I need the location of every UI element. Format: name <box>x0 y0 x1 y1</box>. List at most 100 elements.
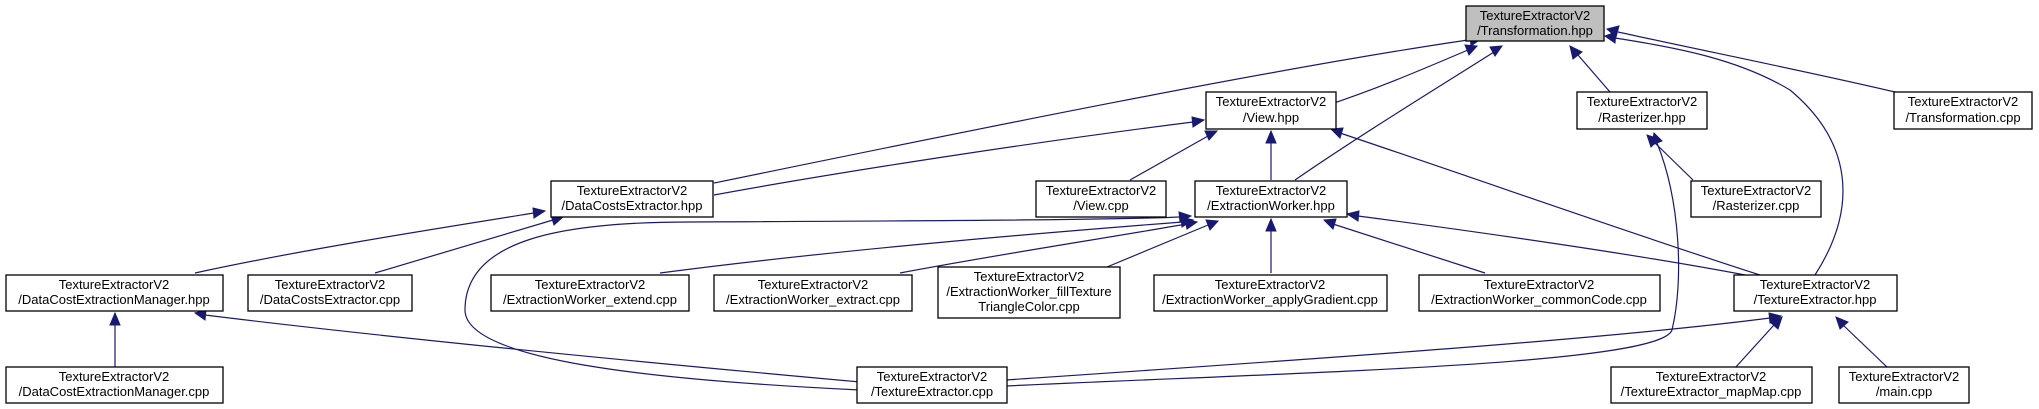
node-label-line: TextureExtractorV2 <box>1701 183 1812 198</box>
edge-arrow <box>1204 130 1219 141</box>
node-datacostextractionmanager-cpp[interactable]: TextureExtractorV2 /DataCostExtractionMa… <box>5 366 224 404</box>
node-label-line: TextureExtractorV2 <box>1480 8 1591 23</box>
node-label-line: TextureExtractorV2 <box>1215 277 1326 292</box>
edge-rasterizer-to-transformation <box>1577 54 1611 93</box>
node-label-line: TextureExtractorV2 <box>1587 94 1698 109</box>
node-datacostsextractor-hpp[interactable]: TextureExtractorV2 /DataCostsExtractor.h… <box>550 180 714 218</box>
node-label-line: TextureExtractorV2 <box>1908 94 2019 109</box>
edge-texextcpp-to-extractionworker <box>464 216 1181 391</box>
node-extractionworker-filltexture-cpp[interactable]: TextureExtractorV2 /ExtractionWorker_fil… <box>937 266 1121 319</box>
edge-arrow <box>532 207 547 219</box>
node-label-line: TextureExtractorV2 <box>577 183 688 198</box>
edge-datacosts-to-view <box>713 121 1194 196</box>
edge-texextcpp-to-rasterizer <box>1005 142 1680 387</box>
edge-extend-to-extractionworker <box>659 221 1183 274</box>
node-label-line: TextureExtractorV2 <box>275 277 386 292</box>
node-rasterizer-hpp[interactable]: TextureExtractorV2 /Rasterizer.hpp <box>1576 91 1708 130</box>
node-label-line: TextureExtractorV2 <box>974 269 1085 284</box>
node-label-line: /TextureExtractor.hpp <box>1754 292 1877 307</box>
node-extractionworker-extend-cpp[interactable]: TextureExtractorV2 /ExtractionWorker_ext… <box>490 274 690 312</box>
node-label-line: TextureExtractorV2 <box>535 277 646 292</box>
node-transformation-cpp[interactable]: TextureExtractorV2 /Transformation.cpp <box>1893 91 2033 130</box>
edge-arrow <box>1835 316 1849 330</box>
node-extractionworker-hpp[interactable]: TextureExtractorV2 /ExtractionWorker.hpp <box>1194 180 1348 218</box>
node-label-line: /main.cpp <box>1876 384 1932 399</box>
node-label-line: TextureExtractorV2 <box>877 369 988 384</box>
edge-main-to-textureextractor <box>1842 324 1889 369</box>
edge-arrow <box>1345 210 1360 222</box>
edge-arrow <box>1265 217 1277 232</box>
node-label-line: /View.cpp <box>1073 198 1128 213</box>
edge-textureextractor-to-transformation <box>1614 37 1844 276</box>
edge-arrow <box>1464 44 1479 56</box>
edge-viewcpp-to-view <box>1129 135 1209 181</box>
node-label-line: TextureExtractorV2 <box>1760 277 1871 292</box>
edge-arrow <box>1191 116 1206 128</box>
edge-texextcpp-to-textureextractor <box>1005 317 1771 381</box>
node-extractionworker-extract-cpp[interactable]: TextureExtractorV2 /ExtractionWorker_ext… <box>713 274 913 312</box>
node-label-line: TextureExtractorV2 <box>1216 94 1327 109</box>
node-label-line: TextureExtractorV2 <box>59 369 170 384</box>
node-transformation-hpp[interactable]: TextureExtractorV2 /Transformation.hpp <box>1465 5 1605 42</box>
edge-rasterizercpp-to-rasterizer <box>1654 142 1694 181</box>
node-label-line: /ExtractionWorker_commonCode.cpp <box>1431 292 1647 307</box>
node-label-line: TextureExtractorV2 <box>1216 183 1327 198</box>
node-textureextractor-mapmap-cpp[interactable]: TextureExtractorV2 /TextureExtractor_map… <box>1610 366 1813 404</box>
nodes-layer: TextureExtractorV2 /Transformation.hpp T… <box>5 5 2033 404</box>
node-label-line: /ExtractionWorker_extend.cpp <box>503 292 677 307</box>
node-label-line: TriangleColor.cpp <box>978 299 1079 314</box>
node-label-line: /DataCostsExtractor.cpp <box>260 292 400 307</box>
node-label-line: TextureExtractorV2 <box>1046 183 1157 198</box>
edge-datacostscpp-to-datacosts <box>374 219 554 274</box>
edge-arrow <box>1329 127 1344 139</box>
edge-common-to-extractionworker <box>1332 223 1486 274</box>
edge-extractionworker-to-transformation <box>1294 51 1495 181</box>
edge-arrow <box>1769 316 1783 330</box>
node-datacostextractionmanager-hpp[interactable]: TextureExtractorV2 /DataCostExtractionMa… <box>5 274 224 312</box>
node-label-line: /ExtractionWorker.hpp <box>1207 198 1335 213</box>
edge-arrow <box>1184 218 1199 230</box>
node-view-cpp[interactable]: TextureExtractorV2 /View.cpp <box>1035 180 1167 218</box>
node-textureextractor-cpp[interactable]: TextureExtractorV2 /TextureExtractor.cpp <box>856 366 1008 404</box>
node-label-line: /TextureExtractor_mapMap.cpp <box>1621 384 1802 399</box>
node-label-line: /TextureExtractor.cpp <box>871 384 993 399</box>
node-datacostsextractor-cpp[interactable]: TextureExtractorV2 /DataCostsExtractor.c… <box>247 274 413 312</box>
node-label-line: TextureExtractorV2 <box>1484 277 1595 292</box>
node-label-line: TextureExtractorV2 <box>758 277 869 292</box>
edge-view-to-transformation <box>1324 49 1469 107</box>
edge-dcem-to-datacosts <box>194 212 535 274</box>
edge-transformationcpp-to-transformation <box>1617 31 1896 93</box>
edge-arrow <box>1489 45 1504 57</box>
edge-mapmap-to-textureextractor <box>1734 324 1775 369</box>
edge-arrow <box>1205 219 1220 231</box>
node-rasterizer-cpp[interactable]: TextureExtractorV2 /Rasterizer.cpp <box>1690 180 1822 218</box>
edge-arrow <box>1265 129 1277 144</box>
node-label-line: TextureExtractorV2 <box>59 277 170 292</box>
node-main-cpp[interactable]: TextureExtractorV2 /main.cpp <box>1838 366 1970 404</box>
node-label-line: /Transformation.cpp <box>1905 110 2020 125</box>
node-label-line: /DataCostExtractionManager.hpp <box>18 292 210 307</box>
node-view-hpp[interactable]: TextureExtractorV2 /View.hpp <box>1205 91 1337 130</box>
edges-layer <box>109 25 1896 391</box>
node-label-line: /Rasterizer.cpp <box>1713 198 1800 213</box>
edge-textureextractor-to-extractionworker <box>1357 215 1746 276</box>
node-label-line: /ExtractionWorker_fillTexture <box>946 284 1111 299</box>
edge-arrow <box>1322 218 1337 230</box>
edge-arrow <box>1651 131 1663 146</box>
edge-textureextractor-to-view <box>1339 132 1761 276</box>
edge-arrow <box>109 311 121 326</box>
node-label-line: /DataCostsExtractor.hpp <box>562 198 703 213</box>
node-extractionworker-commoncode-cpp[interactable]: TextureExtractorV2 /ExtractionWorker_com… <box>1418 274 1661 312</box>
edge-arrow <box>1605 25 1620 38</box>
node-label-line: /View.hpp <box>1243 110 1299 125</box>
node-label-line: /Transformation.hpp <box>1477 23 1593 38</box>
node-label-line: /Rasterizer.hpp <box>1598 110 1685 125</box>
node-textureextractor-hpp[interactable]: TextureExtractorV2 /TextureExtractor.hpp <box>1733 274 1898 312</box>
edge-extract-to-extractionworker <box>899 223 1187 274</box>
node-extractionworker-applygradient-cpp[interactable]: TextureExtractorV2 /ExtractionWorker_app… <box>1153 274 1388 312</box>
node-label-line: /ExtractionWorker_extract.cpp <box>726 292 900 307</box>
edge-datacosts-to-transformation <box>713 39 1469 184</box>
node-label-line: /ExtractionWorker_applyGradient.cpp <box>1162 292 1378 307</box>
node-label-line: /DataCostExtractionManager.cpp <box>19 384 210 399</box>
